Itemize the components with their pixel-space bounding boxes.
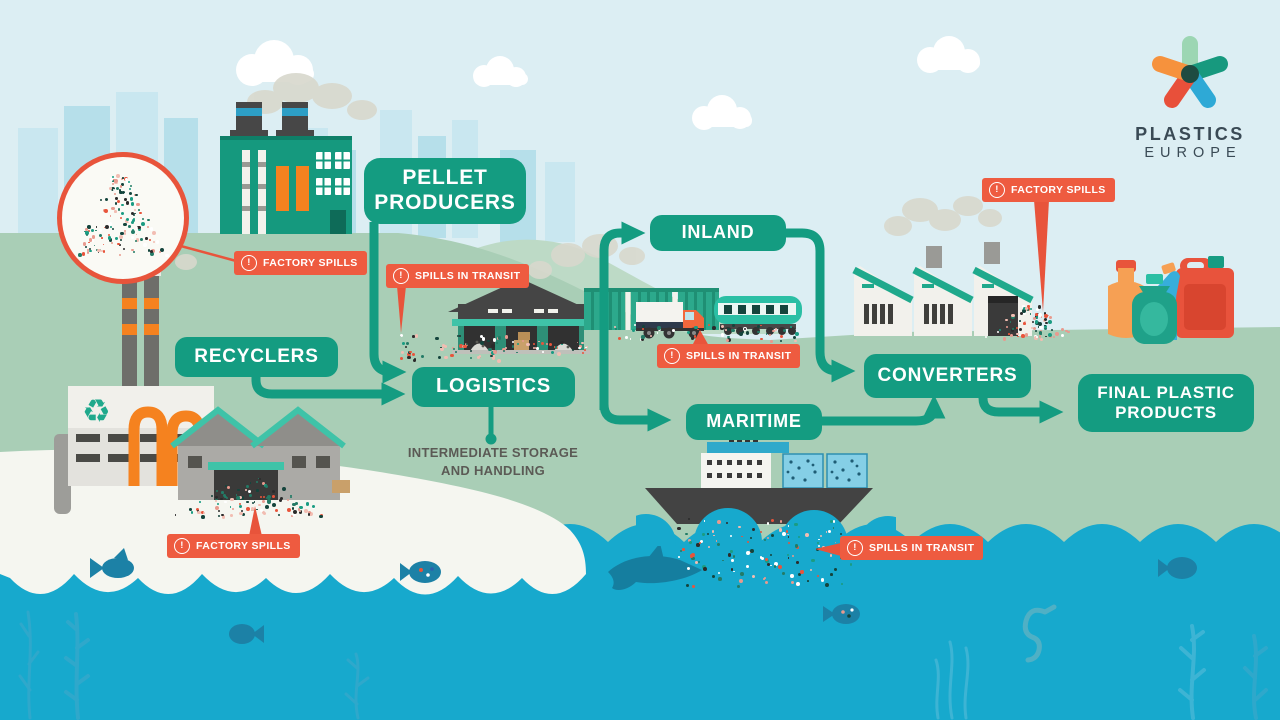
note-line: INTERMEDIATE STORAGE [388,444,598,462]
logistics-warehouse [448,276,596,356]
recycling-plant: ♻ [48,268,350,516]
plastic-products [1098,252,1240,346]
warning-icon: ! [174,538,190,554]
sign-recyclers: RECYCLERS [175,337,338,377]
logistics-note: INTERMEDIATE STORAGE AND HANDLING [388,444,598,479]
converter-factory [852,238,1048,338]
sign-inland: INLAND [650,215,786,251]
fish-icon [90,548,134,578]
sign-label: PRODUCERS [374,191,515,216]
logo-text-plastics: PLASTICS [1122,124,1258,145]
pellet-producer-factory [212,92,362,234]
badge-factory-spills-recyclers: ! FACTORY SPILLS [167,534,300,558]
arrow-logistics-to-maritime [604,395,662,420]
sign-maritime: MARITIME [686,404,822,440]
badge-label: SPILLS IN TRANSIT [415,270,520,282]
warning-icon: ! [664,348,680,364]
seahorse-icon [1025,607,1054,660]
pellet-magnifier [57,152,189,284]
fish-with-pellets-icon [823,604,860,624]
fish-icon [1158,557,1197,579]
badge-factory-spills-converters: ! FACTORY SPILLS [982,178,1115,202]
sign-label: CONVERTERS [878,365,1018,387]
logo-text-europe: EUROPE [1122,145,1258,161]
badge-label: FACTORY SPILLS [263,257,358,269]
delivery-truck [636,296,714,340]
badge-spills-in-transit-logistics: ! SPILLS IN TRANSIT [386,264,529,288]
plastics-europe-logo: PLASTICS EUROPE [1122,34,1258,161]
sign-label: RECYCLERS [194,346,318,368]
sign-label: FINAL PLASTIC [1097,383,1235,403]
arrow-converters-to-final [983,396,1054,412]
sign-label: LOGISTICS [436,375,551,399]
badge-label: FACTORY SPILLS [196,540,291,552]
sign-logistics: LOGISTICS [412,367,575,407]
badge-spills-in-transit-maritime: ! SPILLS IN TRANSIT [840,536,983,560]
badge-spills-in-transit-inland: ! SPILLS IN TRANSIT [657,344,800,368]
arrow-maritime-to-converters [822,404,934,421]
sign-final-plastic-products: FINAL PLASTIC PRODUCTS [1078,374,1254,432]
fish-icon [229,624,264,644]
note-line: AND HANDLING [388,462,598,480]
arrow-pellet-producers-to-logistics [374,222,397,372]
sign-pellet-producers: PELLET PRODUCERS [364,158,526,224]
sign-converters: CONVERTERS [864,354,1031,398]
sign-label: INLAND [682,222,755,243]
plastics-europe-logo-icon [1144,34,1236,122]
fish-with-pellets-icon [400,561,441,583]
sea-life [90,543,1197,660]
sign-label: MARITIME [706,411,801,432]
freight-train [712,290,808,336]
recycling-warehouse [172,410,350,500]
red-canister [1176,256,1234,338]
badge-label: FACTORY SPILLS [1011,184,1106,196]
warning-icon: ! [989,182,1005,198]
sign-label: PELLET [402,166,487,191]
warning-icon: ! [241,255,257,271]
badge-label: SPILLS IN TRANSIT [869,542,974,554]
seaweed [20,612,1266,718]
pellet-containers [783,454,867,488]
recycle-icon: ♻ [82,393,111,429]
sign-label: PRODUCTS [1115,403,1217,423]
warning-icon: ! [847,540,863,556]
warning-icon: ! [393,268,409,284]
pellet-pile-magnified [72,173,166,255]
shark-icon [608,543,702,590]
badge-factory-spills-producers: ! FACTORY SPILLS [234,251,367,275]
badge-label: SPILLS IN TRANSIT [686,350,791,362]
